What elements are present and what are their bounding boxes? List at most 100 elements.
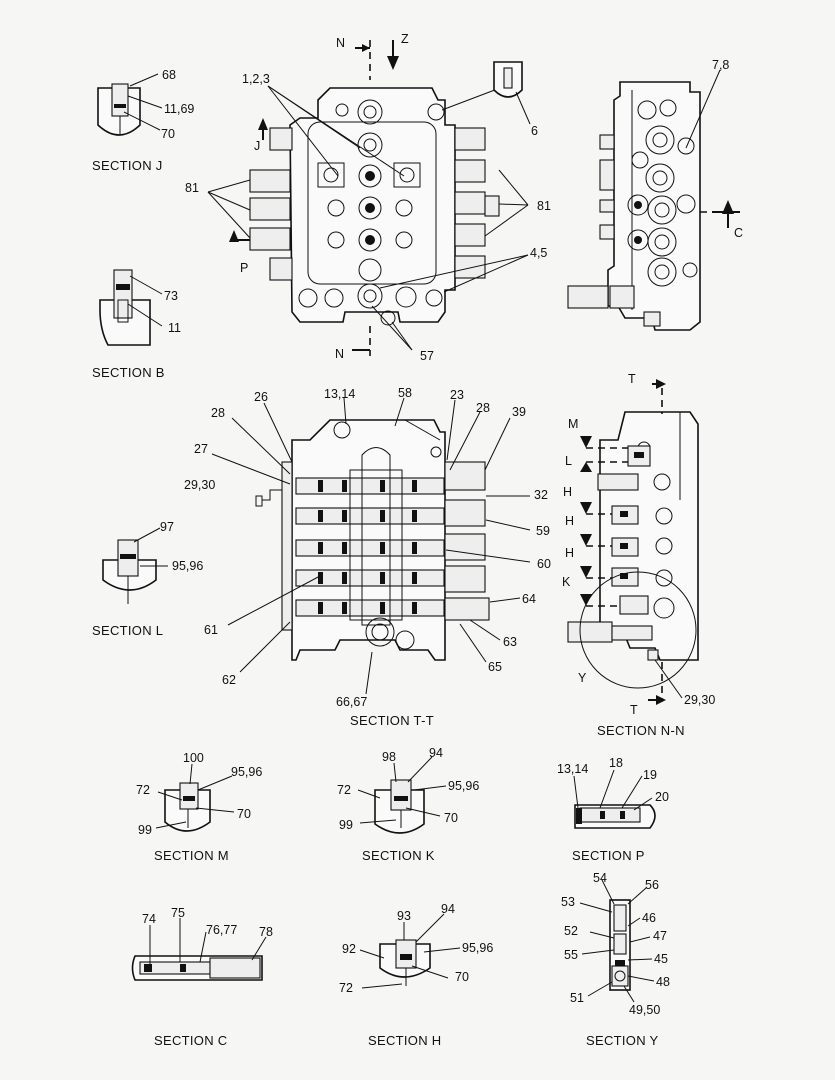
label-58: 58	[398, 386, 412, 400]
label-19: 19	[643, 768, 657, 782]
label-64: 64	[522, 592, 536, 606]
label-59: 59	[536, 524, 550, 538]
label-t-top: T	[628, 372, 636, 386]
label-13-14-p: 13,14	[557, 762, 588, 776]
label-h-mark-2: H	[565, 514, 574, 528]
caption-section-p: SECTION P	[572, 848, 645, 863]
label-y-mark: Y	[578, 671, 587, 685]
nn-cavities	[637, 441, 675, 619]
spool-lands	[318, 480, 417, 614]
section-t-t: 13,14 58 23 28 39 28 26 27 29,30 32 59 6…	[184, 386, 551, 728]
label-13-14-tt: 13,14	[324, 387, 355, 401]
nn-valves	[567, 445, 659, 661]
caption-section-k: SECTION K	[362, 848, 435, 863]
label-23: 23	[450, 388, 464, 402]
label-k-mark: K	[562, 575, 571, 589]
label-h-mark-3: H	[565, 546, 574, 560]
label-7-8: 7,8	[712, 58, 729, 72]
label-18: 18	[609, 756, 623, 770]
label-49-50: 49,50	[629, 1003, 660, 1017]
label-93: 93	[397, 909, 411, 923]
caption-section-t-t: SECTION T-T	[350, 713, 434, 728]
label-75: 75	[171, 906, 185, 920]
label-95-96-l: 95,96	[172, 559, 203, 573]
label-28-right: 28	[476, 401, 490, 415]
label-76-77: 76,77	[206, 923, 237, 937]
label-70-k: 70	[444, 811, 458, 825]
label-95-96-k: 95,96	[448, 779, 479, 793]
label-62: 62	[222, 673, 236, 687]
section-j: 68 11,69 70 SECTION J	[92, 68, 194, 173]
label-66-67: 66,67	[336, 695, 367, 709]
label-53: 53	[561, 895, 575, 909]
label-60: 60	[537, 557, 551, 571]
section-y: 54 56 53 46 52 47 55 45 48 51 49,50 SECT…	[561, 871, 670, 1048]
front-leaders	[207, 85, 529, 351]
tt-leaders	[211, 397, 531, 695]
label-48: 48	[656, 975, 670, 989]
label-94-k: 94	[429, 746, 443, 760]
label-29-30-tt: 29,30	[184, 478, 215, 492]
label-61: 61	[204, 623, 218, 637]
label-1-2-3: 1,2,3	[242, 72, 270, 86]
label-56: 56	[645, 878, 659, 892]
left-caps	[249, 127, 293, 281]
label-95-96-m: 95,96	[231, 765, 262, 779]
label-32: 32	[534, 488, 548, 502]
label-27: 27	[194, 442, 208, 456]
section-c: 74 75 76,77 78 SECTION C	[131, 906, 273, 1048]
label-m-mark: M	[568, 417, 578, 431]
label-70-m: 70	[237, 807, 251, 821]
label-47: 47	[653, 929, 667, 943]
label-45-y: 45	[654, 952, 668, 966]
label-72-m: 72	[136, 783, 150, 797]
label-68: 68	[162, 68, 176, 82]
label-4-5: 4,5	[530, 246, 547, 260]
label-c-arrow: C	[734, 226, 743, 240]
label-72-h: 72	[339, 981, 353, 995]
label-92: 92	[342, 942, 356, 956]
right-caps	[454, 127, 500, 279]
caption-section-b: SECTION B	[92, 365, 165, 380]
side-ports	[627, 99, 698, 287]
label-57: 57	[420, 349, 434, 363]
label-97: 97	[160, 520, 174, 534]
label-65: 65	[488, 660, 502, 674]
label-81-right: 81	[537, 199, 551, 213]
label-54: 54	[593, 871, 607, 885]
caption-section-n-n: SECTION N-N	[597, 723, 685, 738]
section-p: 13,14 18 19 20 SECTION P	[557, 756, 669, 863]
label-29-30-nn: 29,30	[684, 693, 715, 707]
label-70-h: 70	[455, 970, 469, 984]
caption-section-m: SECTION M	[154, 848, 229, 863]
section-l: 97 95,96 SECTION L	[92, 520, 203, 638]
section-m: 100 95,96 72 70 99 SECTION M	[136, 751, 262, 863]
label-81-left: 81	[185, 181, 199, 195]
label-98: 98	[382, 750, 396, 764]
spool-bores	[295, 447, 445, 626]
label-z: Z	[401, 32, 409, 46]
caption-section-c: SECTION C	[154, 1033, 227, 1048]
label-99-m: 99	[138, 823, 152, 837]
label-11-b: 11	[168, 321, 181, 335]
section-b: 73 11 SECTION B	[92, 269, 181, 380]
label-11-69: 11,69	[164, 102, 194, 116]
caption-section-h: SECTION H	[368, 1033, 441, 1048]
section-n-n: T M L H H H K Y T 29,30 SECTION N-N	[562, 372, 715, 738]
label-94-h: 94	[441, 902, 455, 916]
valve-side-view: 7,8 C	[567, 58, 743, 331]
label-h-mark-1: H	[563, 485, 572, 499]
section-h: 93 94 92 95,96 70 72 SECTION H	[339, 902, 493, 1048]
label-73: 73	[164, 289, 178, 303]
label-t-bottom: T	[630, 703, 638, 717]
label-100: 100	[183, 751, 204, 765]
section-k: 98 94 72 95,96 99 70 SECTION K	[337, 746, 479, 863]
label-n-top: N	[336, 36, 345, 50]
label-99-k: 99	[339, 818, 353, 832]
caption-section-j: SECTION J	[92, 158, 163, 173]
label-j-arrow: J	[254, 139, 260, 153]
label-26: 26	[254, 390, 268, 404]
label-28-left: 28	[211, 406, 225, 420]
label-46: 46	[642, 911, 656, 925]
